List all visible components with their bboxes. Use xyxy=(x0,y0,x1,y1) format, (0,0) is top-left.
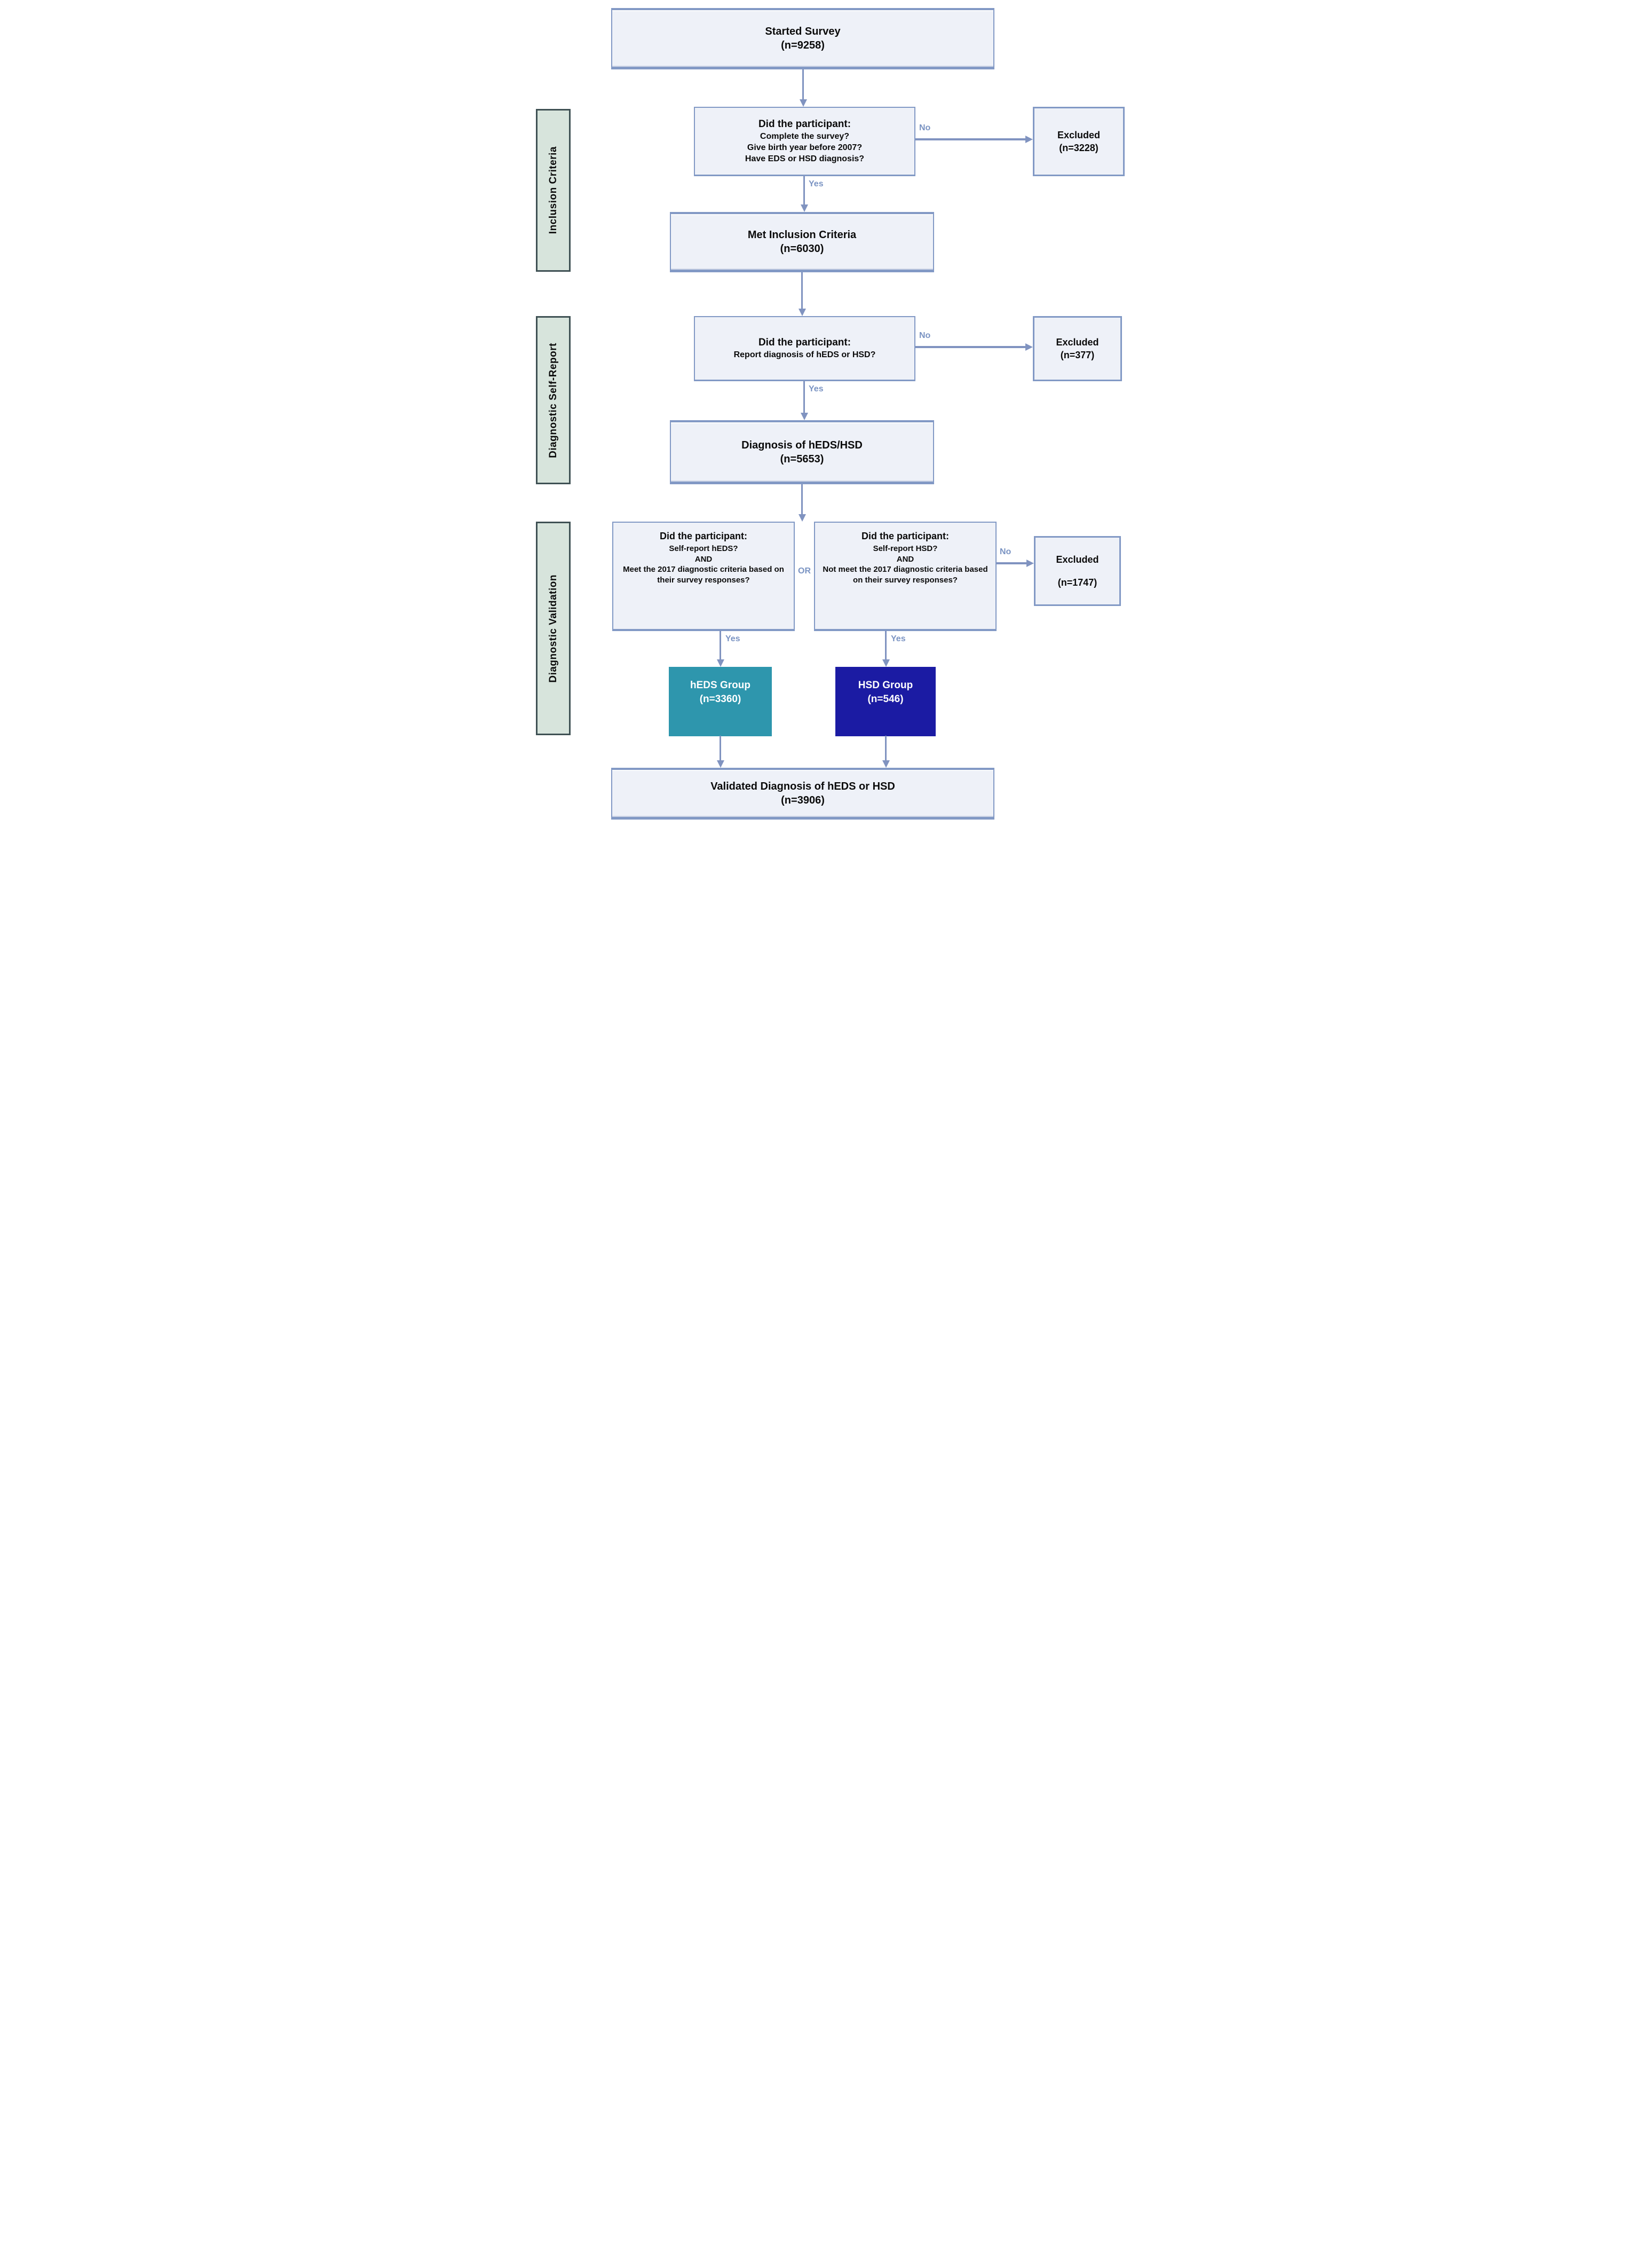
excluded-title: Excluded xyxy=(1056,554,1099,565)
node-excluded-3: Excluded (n=1747) xyxy=(1034,536,1121,606)
arrow-diagnosis-to-validation xyxy=(801,484,803,514)
question-heading: Did the participant: xyxy=(758,337,851,349)
node-validation-heds: Did the participant: Self-report hEDS? A… xyxy=(612,522,795,631)
node-title: Validated Diagnosis of hEDS or HSD xyxy=(710,781,895,792)
node-count: (n=3906) xyxy=(781,794,825,806)
question-line: Have EDS or HSD diagnosis? xyxy=(745,154,865,163)
section-label-inclusion-criteria: Inclusion Criteria xyxy=(536,109,571,272)
question-line: Report diagnosis of hEDS or HSD? xyxy=(733,350,876,359)
node-excluded-1: Excluded (n=3228) xyxy=(1033,107,1125,176)
node-started-survey: Started Survey (n=9258) xyxy=(611,8,994,69)
node-count: (n=9258) xyxy=(781,40,825,51)
arrow-validation-to-heds-group xyxy=(720,631,721,659)
node-heds-group: hEDS Group (n=3360) xyxy=(669,667,772,736)
arrow-hsd-to-validated xyxy=(885,736,887,760)
edge-label-no-3: No xyxy=(1000,547,1011,556)
arrow-q2-to-excluded2 xyxy=(915,346,1025,348)
node-met-inclusion: Met Inclusion Criteria (n=6030) xyxy=(670,212,934,272)
excluded-count: (n=377) xyxy=(1060,350,1095,360)
node-title: Started Survey xyxy=(765,26,841,37)
arrow-validation-to-hsd-group xyxy=(885,631,887,659)
edge-label-or: OR xyxy=(798,566,811,576)
node-title: Diagnosis of hEDS/HSD xyxy=(741,439,863,451)
node-count: (n=5653) xyxy=(780,453,824,465)
edge-label-no-1: No xyxy=(919,123,931,132)
flowchart-canvas: Inclusion Criteria Diagnostic Self-Repor… xyxy=(526,0,1126,821)
edge-label-yes-2: Yes xyxy=(809,384,824,393)
question-line: AND xyxy=(896,554,914,564)
excluded-title: Excluded xyxy=(1057,129,1101,140)
node-title: Met Inclusion Criteria xyxy=(747,229,857,241)
node-validated-diagnosis: Validated Diagnosis of hEDS or HSD (n=39… xyxy=(611,768,994,820)
excluded-count: (n=1747) xyxy=(1057,577,1097,588)
edge-label-yes-1: Yes xyxy=(809,179,824,188)
excluded-count: (n=3228) xyxy=(1059,143,1098,153)
node-diagnosis: Diagnosis of hEDS/HSD (n=5653) xyxy=(670,420,934,484)
edge-label-no-2: No xyxy=(919,331,931,340)
question-heading: Did the participant: xyxy=(861,531,949,541)
group-count: (n=546) xyxy=(867,693,904,705)
arrow-heds-to-validated xyxy=(720,736,721,760)
arrow-q2-to-diagnosis xyxy=(803,381,805,413)
question-line: AND xyxy=(694,554,713,564)
question-line: Give birth year before 2007? xyxy=(747,143,863,152)
section-label-text: Diagnostic Validation xyxy=(547,574,559,683)
node-question-inclusion: Did the participant: Complete the survey… xyxy=(694,107,915,176)
node-excluded-2: Excluded (n=377) xyxy=(1033,316,1122,381)
arrow-q1-to-met xyxy=(803,176,805,204)
question-line: Self-report hEDS? xyxy=(669,544,738,554)
node-hsd-group: HSD Group (n=546) xyxy=(835,667,936,736)
group-title: hEDS Group xyxy=(690,680,750,691)
node-count: (n=6030) xyxy=(780,243,824,255)
arrow-validation-to-excluded3 xyxy=(997,562,1026,564)
section-label-text: Inclusion Criteria xyxy=(547,146,559,234)
question-heading: Did the participant: xyxy=(758,119,851,130)
section-label-diagnostic-self-report: Diagnostic Self-Report xyxy=(536,316,571,484)
node-validation-hsd: Did the participant: Self-report HSD? AN… xyxy=(814,522,997,631)
question-line: Complete the survey? xyxy=(760,132,850,141)
question-line: Meet the 2017 diagnostic criteria based … xyxy=(623,565,784,585)
edge-label-yes-3: Yes xyxy=(725,634,740,643)
edge-label-yes-4: Yes xyxy=(891,634,906,643)
group-count: (n=3360) xyxy=(699,693,741,705)
node-question-self-report: Did the participant: Report diagnosis of… xyxy=(694,316,915,381)
arrow-met-to-q2 xyxy=(801,272,803,309)
arrow-q1-to-excluded1 xyxy=(915,138,1025,140)
excluded-title: Excluded xyxy=(1056,336,1099,348)
group-title: HSD Group xyxy=(858,680,913,691)
question-line: Not meet the 2017 diagnostic criteria ba… xyxy=(823,565,988,585)
section-label-text: Diagnostic Self-Report xyxy=(547,342,559,458)
section-label-diagnostic-validation: Diagnostic Validation xyxy=(536,522,571,735)
question-heading: Did the participant: xyxy=(659,531,747,541)
arrow-started-to-q1 xyxy=(802,69,804,99)
question-line: Self-report HSD? xyxy=(873,544,938,554)
